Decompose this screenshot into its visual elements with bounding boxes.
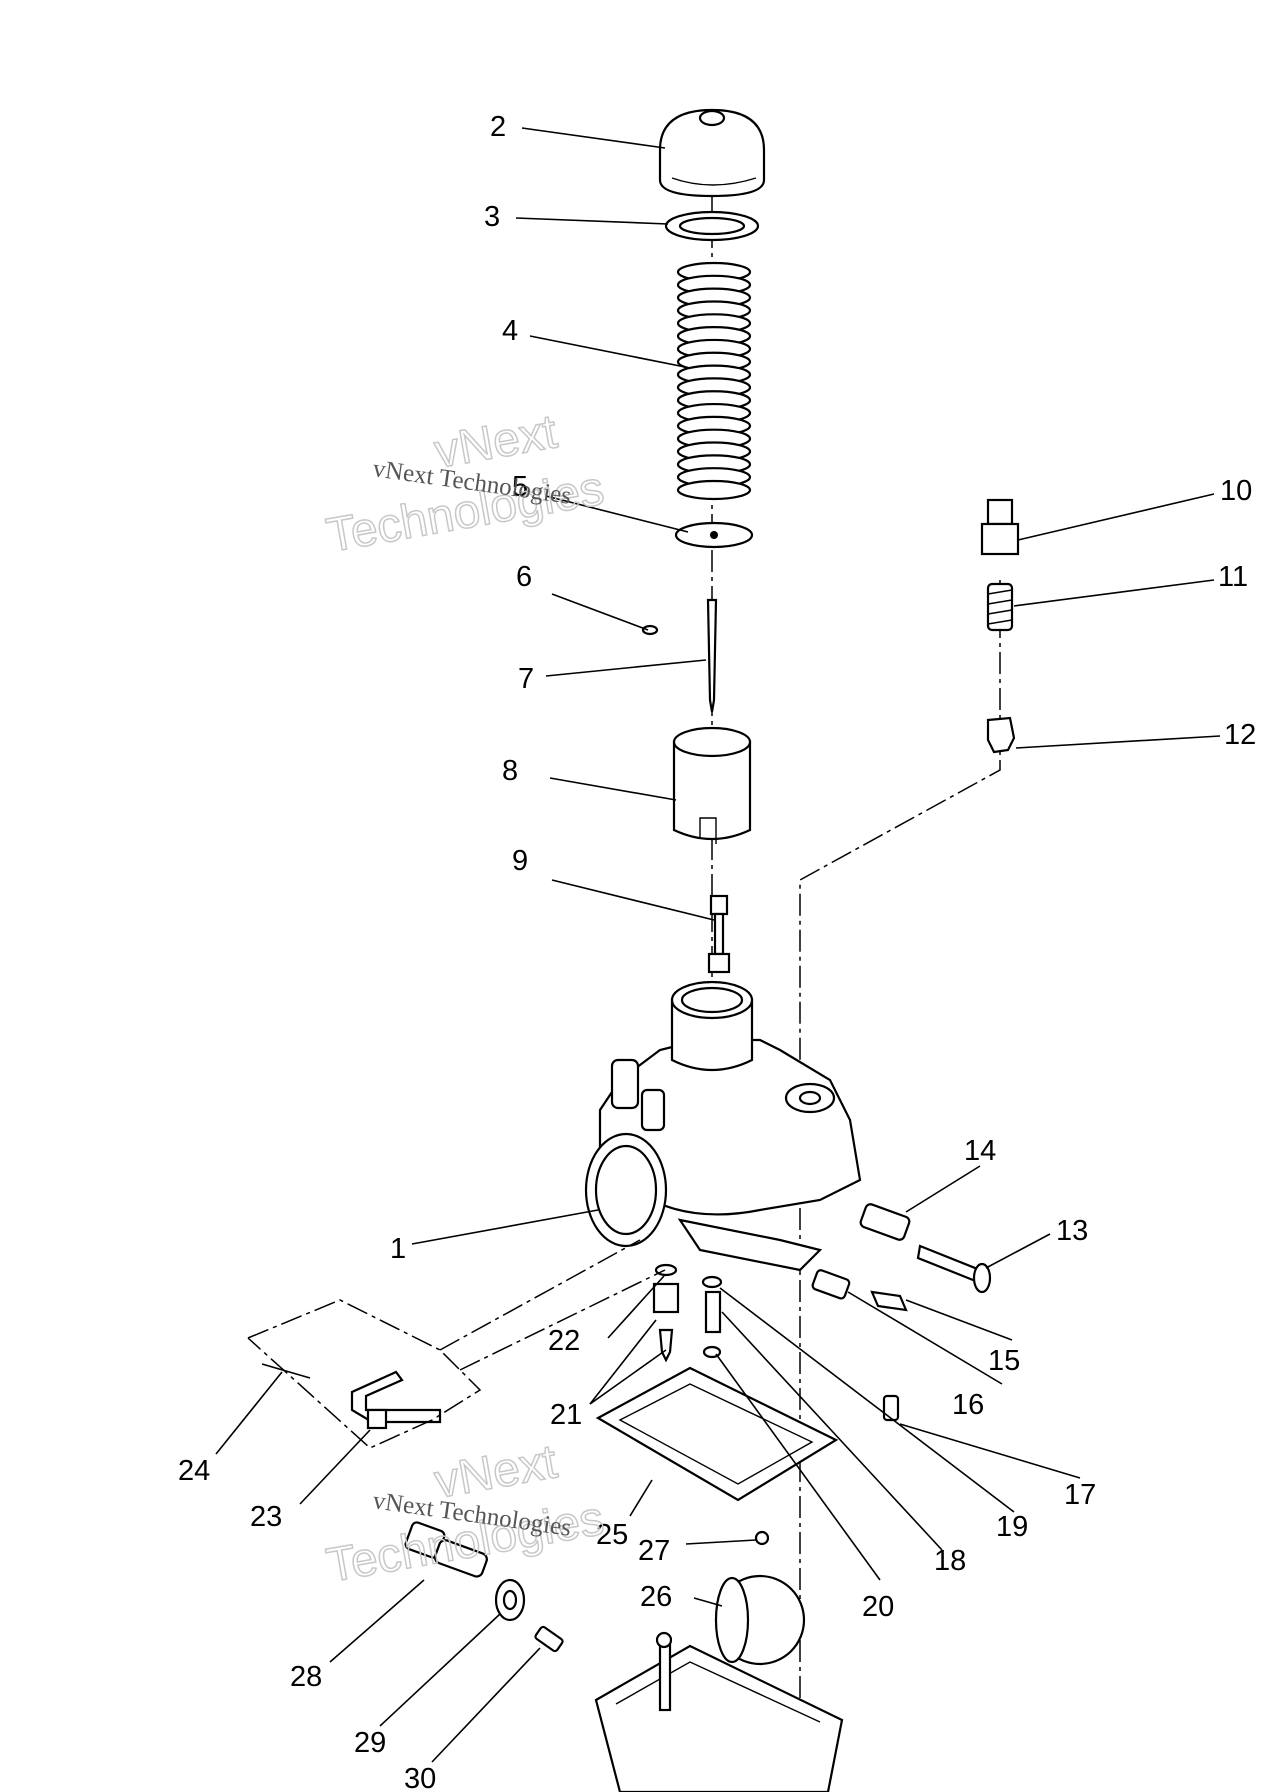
callout-1: 1	[390, 1233, 406, 1265]
callout-26: 26	[640, 1581, 672, 1613]
part-9-needle-jet	[707, 894, 731, 974]
part-15-pilot-screw	[870, 1290, 908, 1312]
part-10-adjuster	[980, 498, 1020, 556]
part-19-washer	[701, 1275, 723, 1289]
callout-labels: 2 3 4 5 6 7 8 9 10 11 12 1 14 13 15 16 1…	[178, 111, 1256, 1792]
callout-5: 5	[512, 471, 528, 503]
part-27-needle-valve	[754, 1530, 770, 1546]
part-4-spring	[676, 261, 752, 501]
callout-22: 22	[548, 1325, 580, 1357]
part-2-cap	[658, 108, 766, 198]
part-1-carburetor-body	[584, 980, 862, 1272]
callout-20: 20	[862, 1591, 894, 1623]
callout-29: 29	[354, 1727, 386, 1759]
watermark-lower: vNext Technologies vNext Technologies	[322, 1435, 609, 1594]
watermark-upper: vNext Technologies vNext Technologies	[322, 405, 609, 564]
callout-25: 25	[596, 1519, 628, 1551]
callout-21: 21	[550, 1399, 582, 1431]
part-14-spring	[859, 1203, 911, 1241]
part-11-spring	[986, 582, 1014, 632]
part-18-main-jet	[704, 1290, 722, 1334]
callout-9: 9	[512, 845, 528, 877]
callout-14: 14	[964, 1135, 996, 1167]
callout-16: 16	[952, 1389, 984, 1421]
part-17-plug	[882, 1394, 900, 1422]
spring-coil	[676, 479, 752, 501]
float-bowl	[594, 1631, 844, 1792]
callout-27: 27	[638, 1535, 670, 1567]
callout-10: 10	[1220, 475, 1252, 507]
part-30-screw	[534, 1625, 564, 1653]
part-25-gasket	[595, 1366, 839, 1502]
callout-23: 23	[250, 1501, 282, 1533]
part-24-float-pin	[261, 1363, 311, 1379]
part-12-screw-tip	[986, 716, 1016, 754]
leader-lines	[215, 127, 1221, 1763]
part-28-drain-plug	[404, 1521, 488, 1578]
part-5-plate	[674, 521, 754, 549]
callout-30: 30	[404, 1763, 436, 1792]
callout-17: 17	[1064, 1479, 1096, 1511]
part-21-pilot-jet	[652, 1282, 680, 1363]
callout-2: 2	[490, 111, 506, 143]
callout-3: 3	[484, 201, 500, 233]
callout-18: 18	[934, 1545, 966, 1577]
callout-11: 11	[1218, 561, 1248, 593]
part-26-float	[714, 1574, 806, 1666]
part-8-throttle-slide	[672, 726, 752, 844]
float-dash-box	[247, 1239, 666, 1449]
part-3-washer	[664, 210, 760, 242]
callout-28: 28	[290, 1661, 322, 1693]
callout-15: 15	[988, 1345, 1020, 1377]
part-29-washer	[494, 1578, 526, 1622]
part-7-needle	[706, 598, 718, 713]
callout-4: 4	[502, 315, 518, 347]
callout-19: 19	[996, 1511, 1028, 1543]
callout-6: 6	[516, 561, 532, 593]
part-6-clip	[641, 624, 659, 636]
callout-24: 24	[178, 1455, 210, 1487]
part-16-spring	[811, 1269, 851, 1300]
callout-7: 7	[518, 663, 534, 695]
part-13-idle-screw	[916, 1244, 992, 1294]
part-23-float-arm	[350, 1370, 442, 1430]
callout-8: 8	[502, 755, 518, 787]
callout-13: 13	[1056, 1215, 1088, 1247]
callout-12: 12	[1224, 719, 1256, 751]
